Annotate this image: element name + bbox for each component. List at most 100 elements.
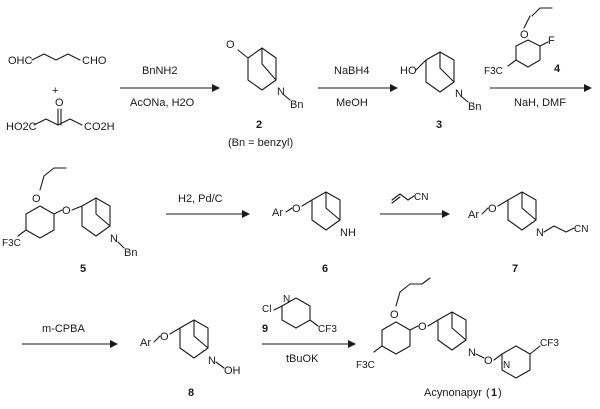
c5-bn-label: Bn	[124, 247, 137, 259]
r9-cl-label: Cl	[262, 304, 271, 315]
step2-arrow: NaBH4 MeOH	[318, 65, 398, 109]
r9-number: 9	[262, 323, 268, 335]
r9-cf3-label: CF3	[318, 324, 337, 335]
step7-arrow: tBuOK	[262, 340, 356, 365]
step2-reagent: NaBH4	[334, 65, 369, 77]
c6-nh-label: NH	[340, 227, 356, 239]
product-acynonapyr: O O F3C N O N CF3 Acynonapyr ( 1 )	[356, 277, 559, 399]
c7-cyanoethyl	[543, 225, 575, 233]
c8-oh-label: OH	[224, 365, 241, 377]
c8-bicycle	[169, 319, 209, 359]
c5-n-label: N	[110, 233, 118, 245]
compound-6: Ar O NH 6	[272, 191, 356, 275]
compound-7: Ar O N CN 7	[468, 191, 588, 275]
p-o3-label: O	[484, 355, 493, 367]
plus-sign: +	[52, 85, 58, 97]
product-number: 1	[491, 387, 497, 399]
reagent-9: Cl N CF3 9	[262, 294, 337, 335]
c7-number: 7	[512, 263, 518, 275]
step1-arrow: BnNH2 AcONa, H2O	[120, 65, 220, 109]
step3-arrow: NaH, DMF	[490, 84, 592, 109]
p-f3c-label: F3C	[356, 360, 375, 371]
step6-reagent: m-CPBA	[42, 323, 85, 335]
c5-number: 5	[80, 263, 86, 275]
c3-number: 3	[436, 119, 442, 131]
c2-bn-label: Bn	[290, 99, 303, 111]
c6-number: 6	[322, 263, 328, 275]
c7-ar-label: Ar	[468, 209, 479, 221]
p-o2-label: O	[418, 321, 427, 333]
c3-ho-label: HO	[400, 65, 417, 77]
c3-ring	[415, 51, 455, 93]
c5-bicycle	[71, 197, 111, 237]
c2-ring	[237, 47, 277, 91]
c5-o2-label: O	[62, 205, 71, 217]
product-name: Acynonapyr	[424, 387, 482, 399]
r4-f-label: F	[548, 35, 555, 47]
r4-propyl	[531, 7, 553, 17]
compound-2: O N Bn 2 (Bn = benzyl)	[226, 39, 303, 149]
c6-bicycle	[301, 191, 341, 231]
c2-o-label: O	[226, 39, 235, 51]
r9-n-label: N	[283, 294, 290, 305]
step2-solvent: MeOH	[336, 97, 368, 109]
c6-o-label: O	[292, 203, 301, 215]
c8-o-label: O	[160, 331, 169, 343]
c7-n-label: N	[536, 227, 544, 239]
c8-number: 8	[188, 387, 194, 399]
c2-note: (Bn = benzyl)	[228, 137, 293, 149]
r4-f3c-label: F3C	[484, 66, 503, 77]
p-benzene	[381, 321, 411, 355]
p-pyridine	[501, 345, 531, 379]
c3-n-label: N	[455, 88, 463, 100]
c7-bicycle	[497, 191, 537, 231]
acid-carbonyl-o: O	[55, 97, 64, 109]
compound-8: Ar O N OH 8	[140, 319, 241, 399]
step1-reagent: BnNH2	[142, 65, 177, 77]
r4-number: 4	[554, 63, 561, 75]
c5-o1-label: O	[32, 193, 41, 205]
step1-conditions: AcONa, H2O	[130, 97, 195, 109]
p-propyl	[399, 277, 431, 293]
c2-bridge	[261, 47, 277, 81]
acetonedicarboxylic-acid: HO2C O CO2H	[6, 97, 115, 133]
acid-left-label: HO2C	[6, 121, 37, 133]
glutaraldehyde-left-label: OHC	[8, 55, 33, 67]
c2-n-label: N	[277, 86, 285, 98]
c5-benzene	[25, 205, 55, 239]
acid-right-label: CO2H	[84, 121, 115, 133]
c8-n-label: N	[208, 355, 216, 367]
glutaraldehyde-chain	[31, 53, 81, 61]
p-cf3-label: CF3	[540, 338, 559, 349]
step5-arrow: CN	[380, 192, 450, 218]
r4-benzene	[515, 39, 541, 68]
p-pyr-n-label: N	[503, 360, 510, 371]
c2-number: 2	[256, 119, 262, 131]
step6-arrow: m-CPBA	[22, 323, 118, 348]
c5-propyl	[43, 167, 67, 177]
c6-ar-label: Ar	[272, 207, 283, 219]
glutaraldehyde-right-label: CHO	[82, 55, 107, 67]
compound-5: O O F3C N Bn 5	[2, 167, 137, 275]
step4-arrow: H2, Pd/C	[166, 193, 250, 218]
c7-cn-label: CN	[574, 224, 588, 235]
step3-conditions: NaH, DMF	[514, 97, 566, 109]
c3-bn-label: Bn	[468, 101, 481, 113]
glutaraldehyde: OHC CHO	[8, 53, 107, 67]
reagent-4: O F F3C 4	[484, 7, 561, 77]
acrylonitrile	[391, 193, 415, 201]
r4-o-label: O	[520, 29, 529, 41]
c5-f3c-label: F3C	[2, 238, 21, 249]
step4-reagent: H2, Pd/C	[178, 193, 223, 205]
c8-ar-label: Ar	[140, 337, 151, 349]
step7-base: tBuOK	[286, 353, 319, 365]
p-o1-label: O	[390, 309, 399, 321]
step5-cn-label: CN	[414, 192, 428, 203]
p-bicycle	[427, 311, 467, 351]
svg-text:(: (	[486, 387, 490, 399]
c7-o-label: O	[488, 203, 497, 215]
p-n-label: N	[468, 347, 476, 359]
svg-text:): )	[498, 387, 502, 399]
compound-3: HO N Bn 3	[400, 51, 481, 131]
